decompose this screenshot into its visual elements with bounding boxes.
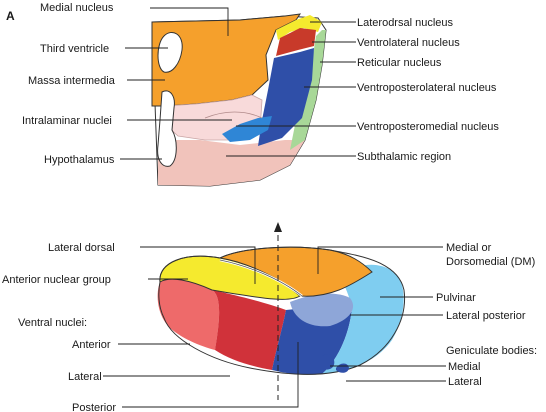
label-geniculate-bodies: Geniculate bodies: — [446, 345, 537, 357]
ventroposteromedial-nucleus-region — [222, 116, 272, 142]
massa-intermedia-shape — [157, 90, 177, 167]
label-posterior: Posterior — [72, 402, 116, 412]
internal-medullary-lamina-edge — [219, 259, 303, 297]
label-medial-nucleus: Medial nucleus — [40, 2, 114, 14]
label-ventrolateral-nucleus: Ventrolateral nucleus — [357, 37, 460, 49]
label-lateral: Lateral — [68, 371, 102, 383]
label-anterior: Anterior — [72, 339, 111, 351]
label-ventroposteromedial-nucleus: Ventroposteromedial nucleus — [357, 121, 499, 133]
label-hypothalamus: Hypothalamus — [44, 154, 115, 166]
label-ventral-nuclei: Ventral nuclei: — [18, 317, 87, 329]
laterodorsal-nucleus-region — [276, 15, 322, 40]
intralaminar-line — [204, 111, 263, 119]
label-laterodorsal-nucleus: Laterodrsal nucleus — [357, 17, 454, 29]
panel-label: A — [6, 9, 15, 23]
label-lateral-dorsal: Lateral dorsal — [48, 242, 115, 254]
pulvinar-region — [322, 264, 404, 374]
thalamus-3d — [157, 246, 406, 375]
midline-arrow — [274, 222, 282, 400]
bottom-leader-lines — [103, 246, 446, 408]
thalamus-outline — [158, 246, 406, 375]
top-leader-lines — [120, 7, 356, 160]
label-ventroposterolateral-nucleus: Ventroposterolateral nucleus — [357, 82, 497, 94]
third-ventricle-shape — [157, 32, 183, 73]
label-third-ventricle: Third ventricle — [40, 43, 109, 55]
label-lateral-posterior: Lateral posterior — [446, 310, 526, 322]
label-massa-intermedia: Massa intermedia — [28, 75, 116, 87]
subthalamic-region — [158, 140, 305, 186]
lateral-ventral-region — [212, 290, 286, 370]
label-pulvinar: Pulvinar — [436, 292, 476, 304]
lateral-posterior-region — [290, 293, 354, 327]
ventrolateral-nucleus-region — [276, 28, 316, 56]
label-geniculate-lateral: Lateral — [448, 376, 482, 388]
label-intralaminar-nuclei: Intralaminar nuclei — [22, 115, 112, 127]
ventroposterolateral-nucleus-region — [258, 48, 314, 146]
label-dorsomedial-dm: Dorsomedial (DM) — [446, 256, 535, 268]
label-reticular-nucleus: Reticular nucleus — [357, 57, 442, 69]
label-geniculate-medial: Medial — [448, 361, 480, 373]
coronal-section — [151, 13, 327, 187]
anterior-ventral-region — [157, 279, 220, 350]
label-anterior-nuclear-group: Anterior nuclear group — [2, 274, 111, 286]
label-medial-or: Medial or — [446, 242, 492, 254]
label-subthalamic-region: Subthalamic region — [357, 151, 451, 163]
